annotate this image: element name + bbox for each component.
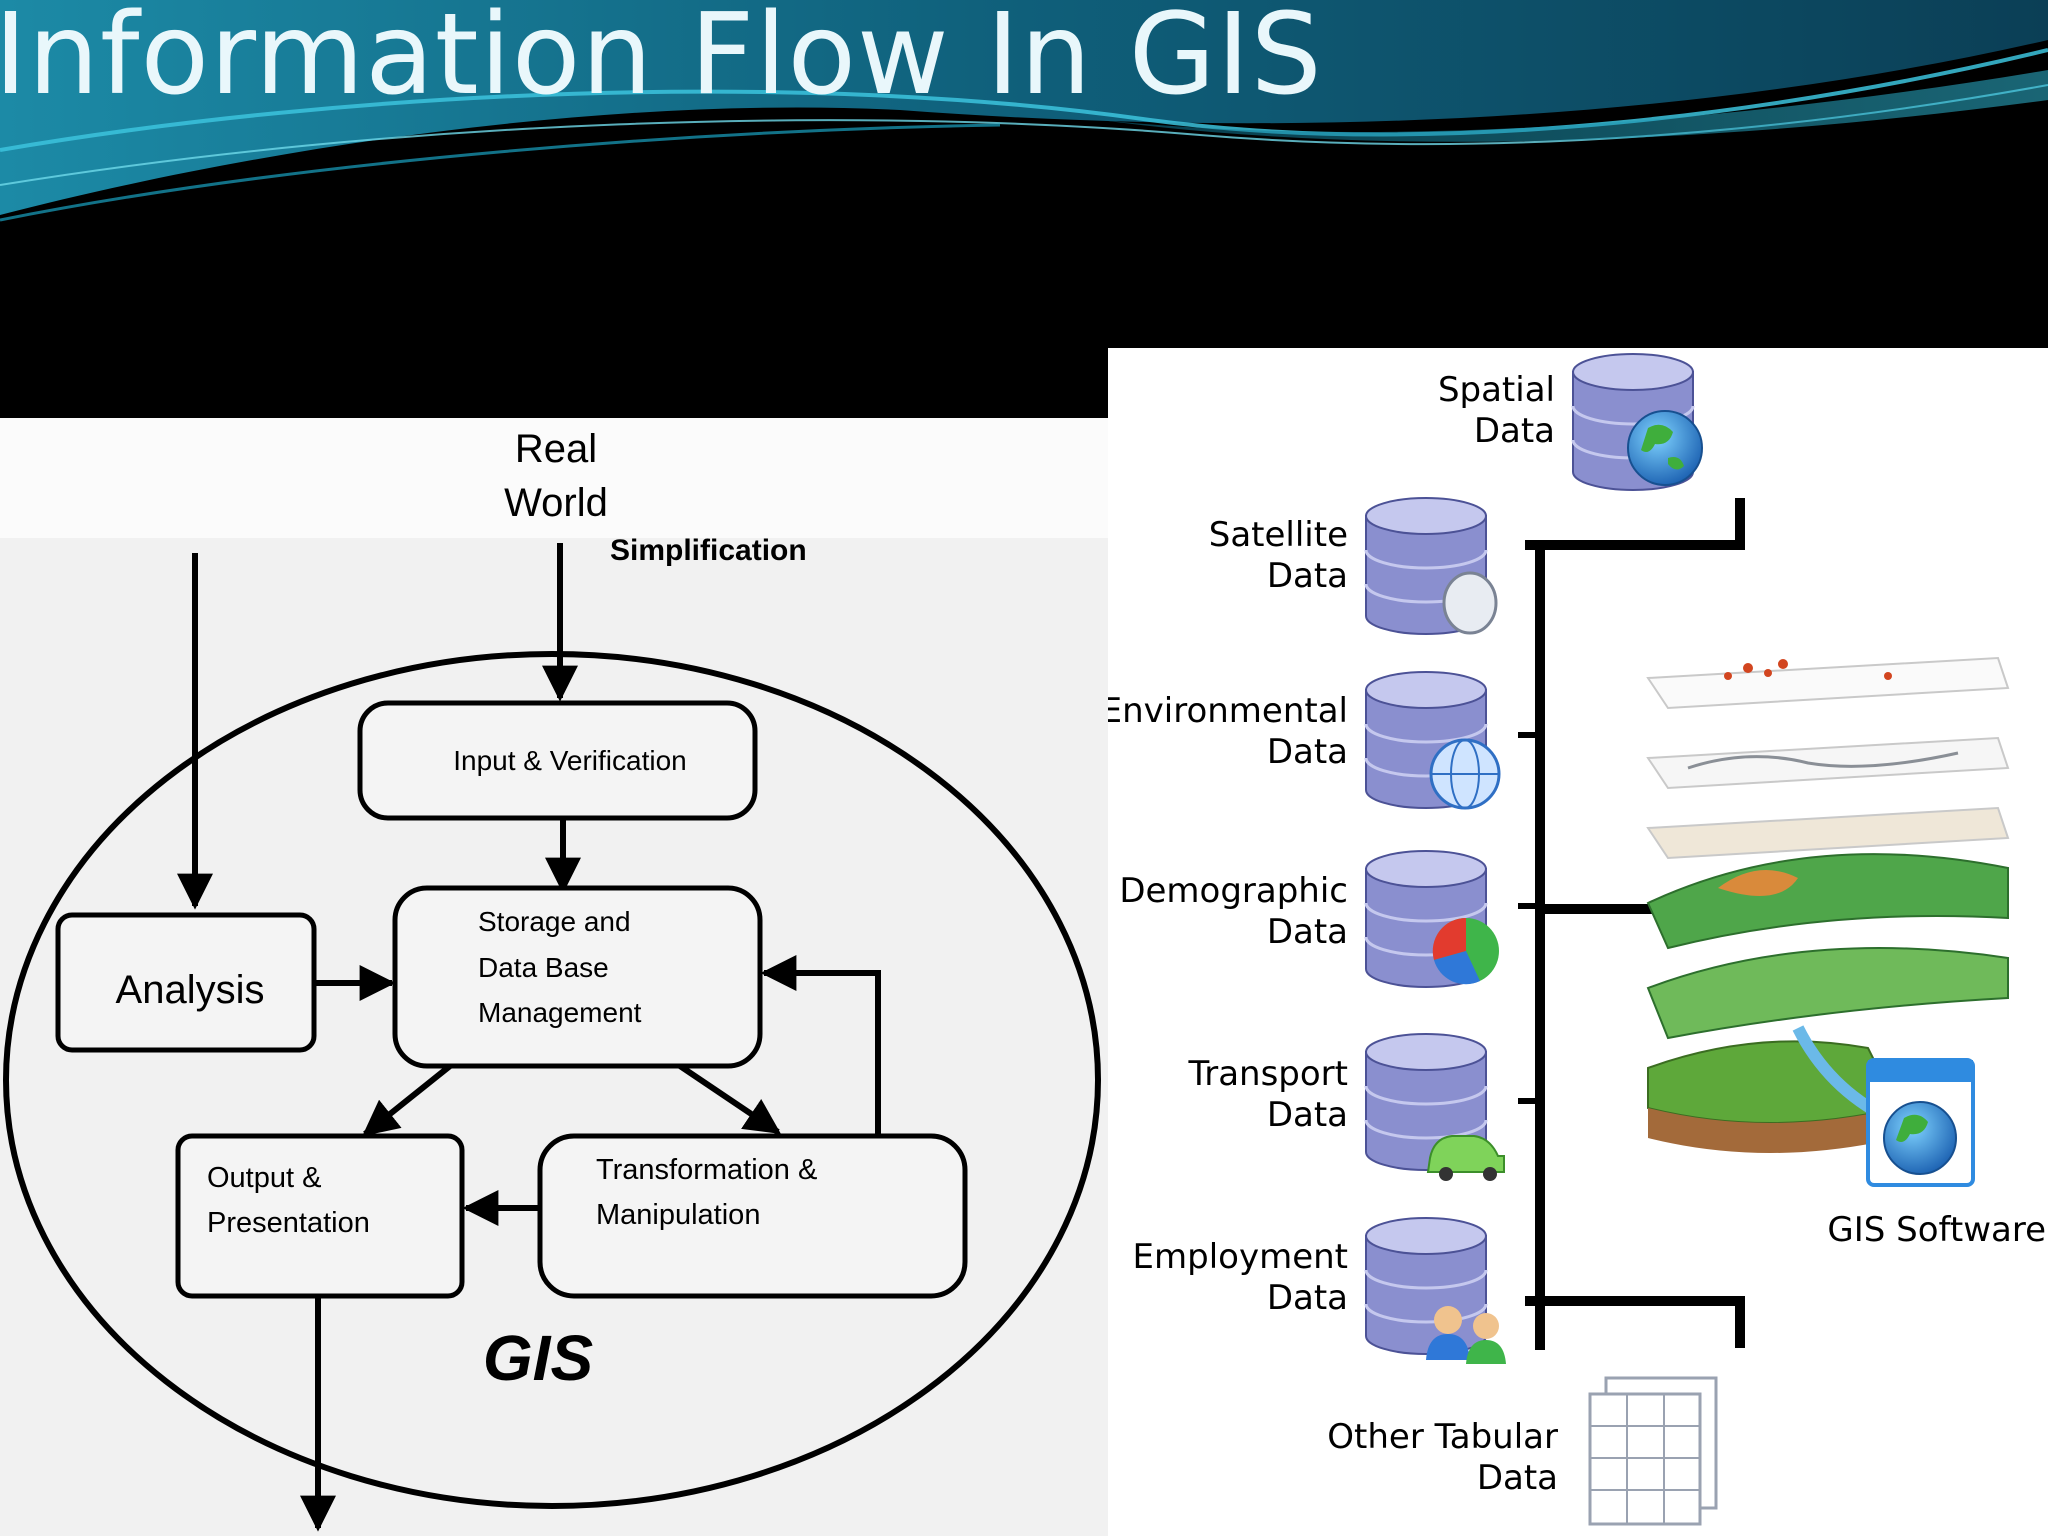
satellite-label-line2: Data (1267, 556, 1348, 596)
car-wheel-front (1439, 1167, 1453, 1181)
demographic-label-line2: Data (1267, 912, 1348, 952)
table-icon (1588, 1376, 1718, 1526)
transport-label-line2: Data (1267, 1095, 1348, 1135)
employment-label-line2: Data (1267, 1278, 1348, 1318)
demographic-label-line1: Demographic (1119, 871, 1348, 911)
pie-chart-slice-red (1432, 917, 1466, 960)
employment-db-icon (1364, 1216, 1488, 1356)
car-wheel-rear (1483, 1167, 1497, 1181)
connector-tick-3 (1518, 1098, 1545, 1104)
people-icon-head-2 (1473, 1313, 1499, 1339)
arrow-storage-to-transform (678, 1063, 781, 1135)
input-verification-box (357, 700, 758, 821)
input-verification-text: Input & Verification (453, 745, 686, 776)
transform-box (537, 1133, 968, 1299)
satellite-label-line1: Satellite (1209, 515, 1348, 555)
transform-text-line1: Transformation & (596, 1154, 817, 1186)
spatial-label-line1: Spatial (1438, 370, 1555, 410)
connector-tick-1 (1518, 732, 1545, 738)
slide-title: Information Flow In GIS (0, 0, 1323, 120)
arrow-transform-to-storage (760, 955, 881, 1136)
environmental-label-line1: Environmental (1108, 691, 1348, 731)
globe-land (1641, 424, 1684, 470)
connector-tick-2 (1518, 903, 1545, 909)
transform-text-line2: Manipulation (596, 1199, 760, 1231)
connector-top-stub (1735, 498, 1745, 550)
people-icon (1434, 1306, 1462, 1334)
connector-bottom (1525, 1296, 1745, 1306)
satellite-dish-icon (1442, 571, 1498, 635)
connector-top (1525, 540, 1745, 550)
pie-chart-slice-blue (1434, 951, 1480, 985)
globe-icon (1627, 410, 1703, 486)
output-text-line2: Presentation (207, 1207, 370, 1239)
tabular-label-line1: Other Tabular (1327, 1417, 1558, 1457)
arrow-storage-to-output (362, 1063, 452, 1137)
gis-label: GIS (483, 1322, 594, 1394)
car-icon (1426, 1135, 1505, 1173)
analysis-text: Analysis (116, 968, 265, 1012)
people-icon-body-1 (1426, 1334, 1470, 1360)
gis-boundary-ellipse (3, 651, 1101, 1509)
people-icon-body-2 (1466, 1340, 1506, 1364)
storage-text-line3: Management (478, 997, 642, 1028)
real-world-label-line2: World (504, 481, 608, 525)
gis-software-window-icon (1866, 1058, 1975, 1187)
connector-bar (1535, 544, 1545, 1350)
tabular-label-line2: Data (1477, 1458, 1558, 1498)
output-text-line1: Output & (207, 1162, 321, 1194)
real-world-label-line1: Real (515, 427, 597, 471)
gis-software-label: GIS Software (1827, 1210, 2046, 1250)
gis-layer-stack-icon (1646, 656, 2010, 1153)
employment-label-line1: Employment (1133, 1237, 1348, 1277)
connector-bottom-stub (1735, 1296, 1745, 1348)
simplification-label: Simplification (610, 534, 807, 567)
transport-label-line1: Transport (1187, 1054, 1348, 1094)
gis-flow-diagram: Real World Simplification Input & Verifi… (0, 418, 1108, 1536)
header-swoosh (0, 0, 2048, 240)
spatial-label-line2: Data (1474, 411, 1555, 451)
connector-mid (1535, 904, 1735, 914)
environmental-label-line2: Data (1267, 732, 1348, 772)
data-sources-diagram: Spatial Data Satellite Data Environmenta… (1108, 348, 2048, 1536)
storage-text-line1: Storage and (478, 906, 631, 937)
storage-text-line2: Data Base (478, 952, 609, 983)
